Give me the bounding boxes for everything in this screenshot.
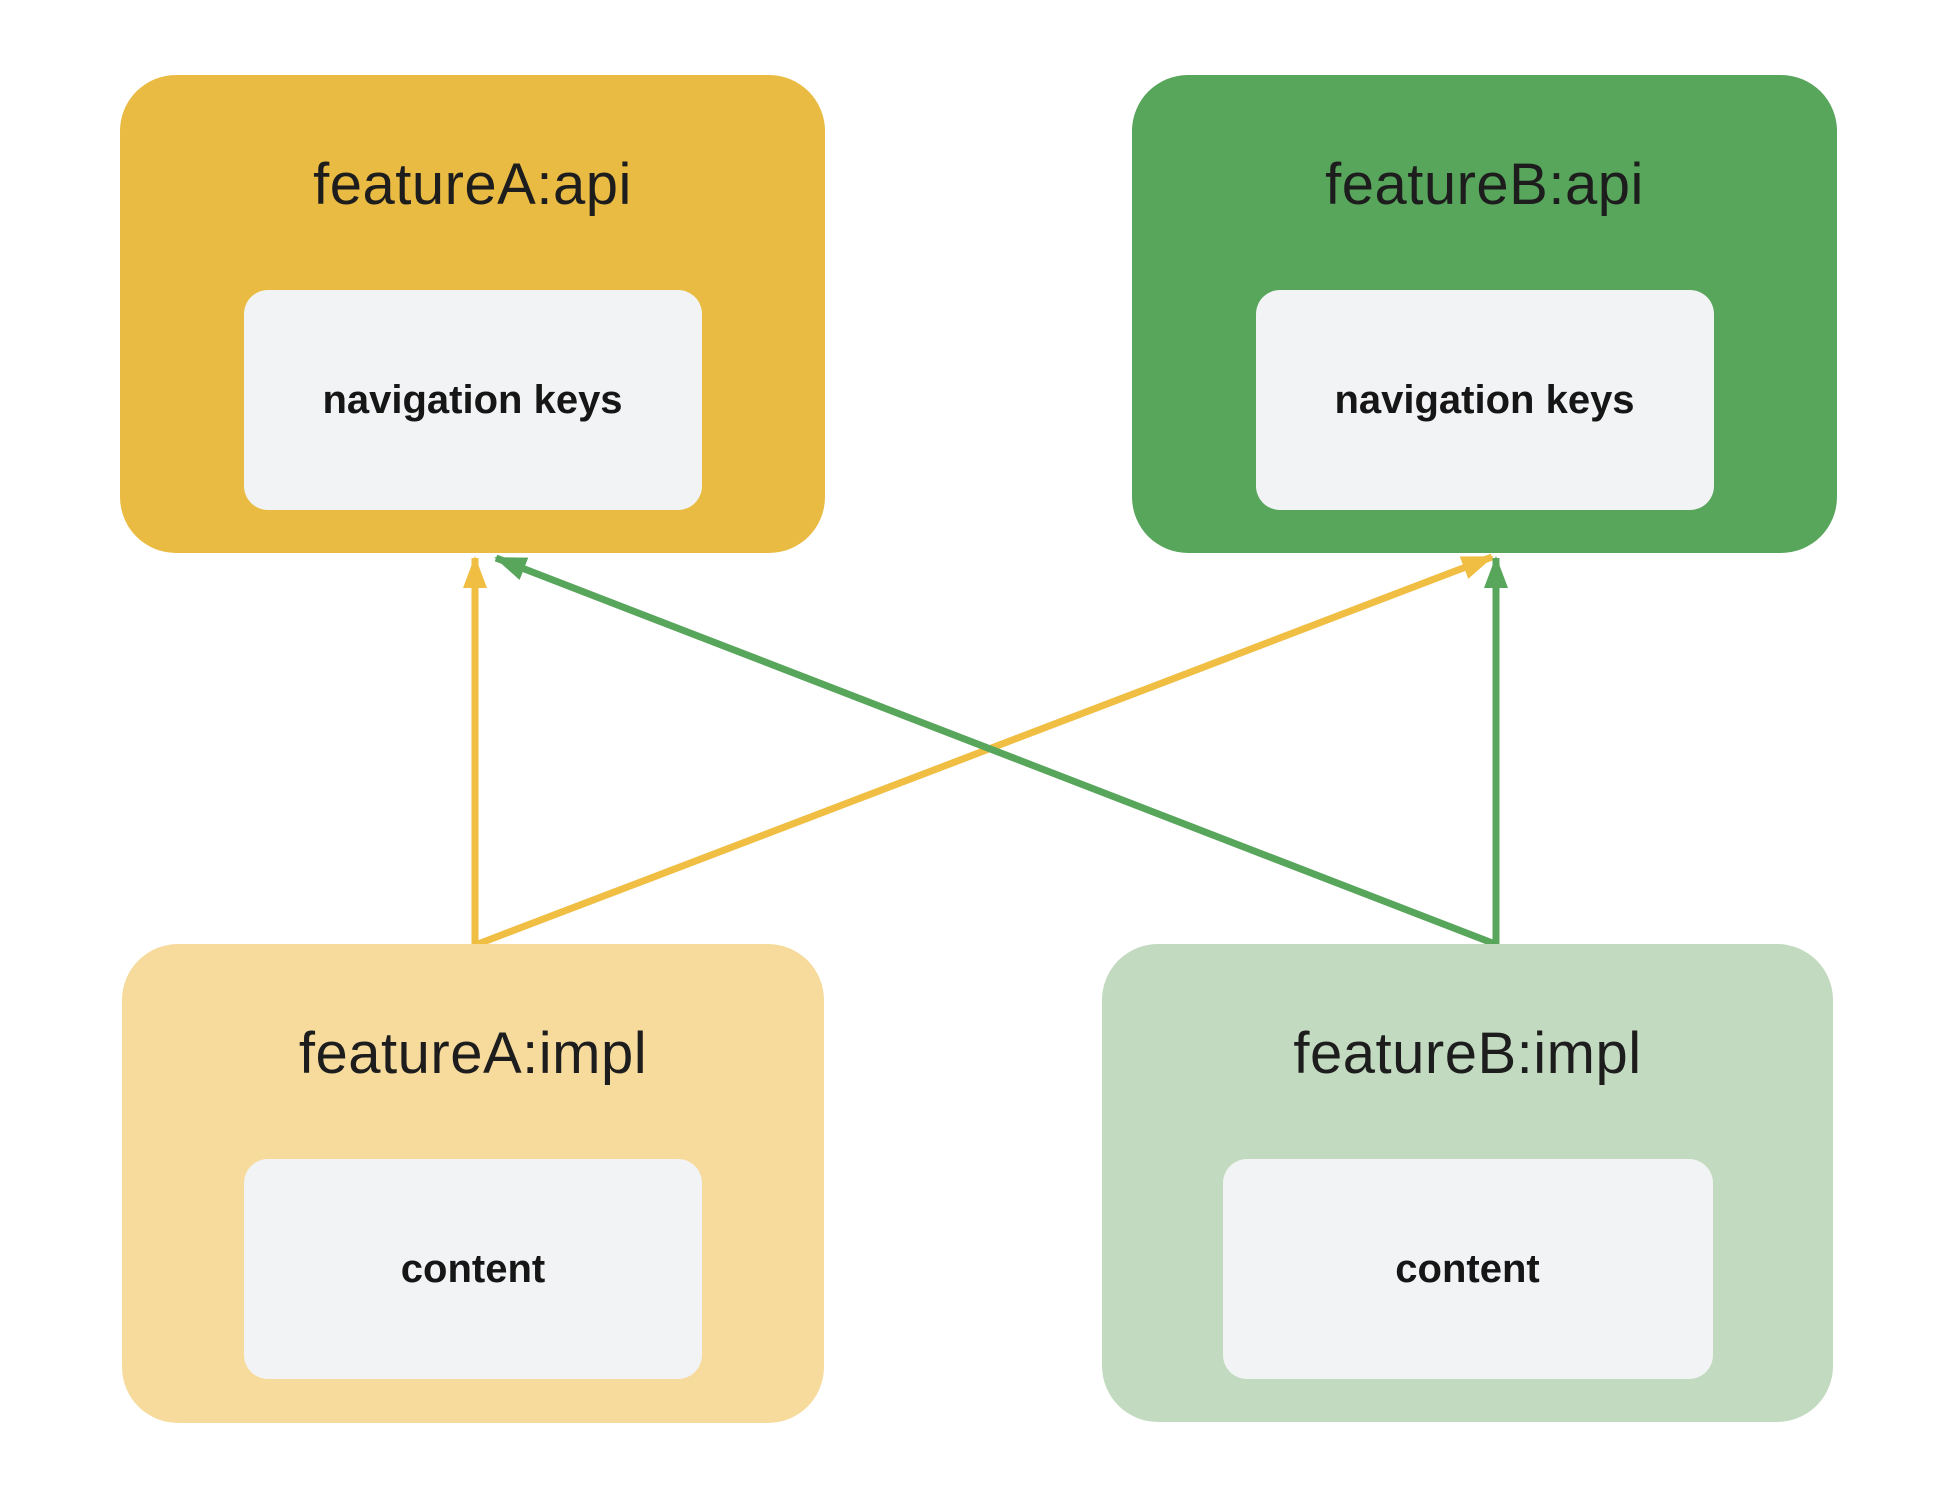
inner-box-content: content	[244, 1159, 702, 1379]
edge-featureAimpl-to-featureBapi	[476, 553, 1494, 948]
node-featureB-impl: featureB:impl content	[1102, 944, 1833, 1422]
node-title: featureA:impl	[298, 1021, 648, 1086]
inner-box-content: content	[1222, 1159, 1713, 1379]
inner-box-label: navigation keys	[322, 377, 623, 422]
node-title: featureB:impl	[1293, 1021, 1642, 1086]
inner-box-label: content	[400, 1246, 546, 1291]
inner-box-navigation-keys: navigation keys	[1255, 290, 1714, 510]
edge-featureBimpl-to-featureAapi	[494, 554, 1497, 948]
node-featureB-api: featureB:api navigation keys	[1132, 75, 1837, 553]
node-title: featureB:api	[1325, 152, 1644, 217]
node-title: featureA:api	[313, 152, 632, 217]
inner-box-label: content	[1395, 1246, 1540, 1291]
node-featureA-api: featureA:api navigation keys	[120, 75, 825, 553]
node-featureA-impl: featureA:impl content	[122, 944, 824, 1423]
inner-box-navigation-keys: navigation keys	[243, 290, 702, 510]
inner-box-label: navigation keys	[1334, 377, 1635, 422]
